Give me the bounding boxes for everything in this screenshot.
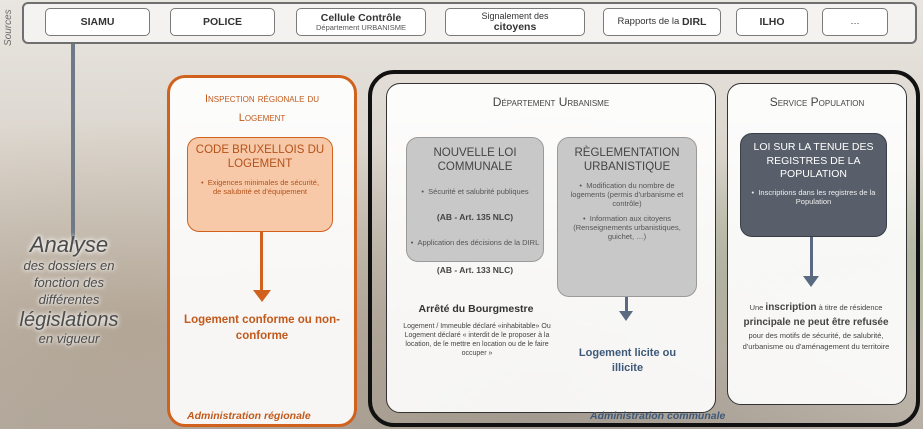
arrete-title: Arrêté du Bourgmestre [418, 303, 534, 315]
nlc-ref-2: (AB - Art. 133 NLC) [436, 265, 514, 275]
arrete-text: Logement / Immeuble déclaré «inhabitable… [403, 323, 551, 358]
regional-arrow-head [253, 290, 271, 302]
analyse-text: Analyse des dossiers en fonction des dif… [19, 232, 119, 346]
regional-arrow-line [260, 232, 263, 294]
source-etc: … [822, 8, 888, 36]
communal-footer: Administration communale [590, 410, 726, 422]
loi-registres-box: LOI SUR LA TENUE DES REGISTRES DE LA POP… [740, 133, 887, 237]
nlc-bullet-2: • Application des décisions de la DIRL [410, 238, 540, 247]
regl-bullet-1: • Modification du nombre de logements (p… [570, 180, 684, 208]
sources-connector-line [71, 44, 75, 244]
nlc-bullet-1: • Sécurité et salubrité publiques [421, 187, 529, 196]
nouvelle-loi-communale-box: NOUVELLE LOI COMMUNALE [406, 137, 544, 262]
urbanisme-title: Département Urbanisme [492, 95, 610, 109]
population-arrow-line [810, 237, 813, 279]
loi-bullet: • Inscriptions dans les registres de la … [751, 187, 876, 206]
regional-result: Logement conforme ou non-conforme [184, 314, 340, 342]
urbanisme-arrow-line [625, 297, 628, 313]
source-ilho: ILHO [736, 8, 808, 36]
reglementation-urbanistique-box: RÈGLEMENTATION URBANISTIQUE • Modificati… [557, 137, 697, 297]
population-title: Service Population [769, 95, 865, 109]
population-result: Une inscription à titre de résidence pri… [742, 302, 890, 352]
code-bullet: • Exigences minimales de sécurité, de sa… [200, 177, 320, 196]
source-police: POLICE [170, 8, 275, 36]
population-arrow-head [803, 276, 819, 287]
code-bruxellois-box: CODE BRUXELLOIS DU LOGEMENT • Exigences … [187, 137, 333, 232]
source-siamu: SIAMU [45, 8, 150, 36]
source-rapports-dirl: Rapports de la DIRL [603, 8, 721, 36]
regl-bullet-2: • Information aux citoyens (Renseignemen… [573, 213, 681, 241]
sources-label: Sources [3, 9, 14, 46]
regional-title: Inspection régionale du Logement [204, 93, 320, 124]
urbanisme-result: Logement licite ou illicite [578, 347, 677, 375]
regional-footer: Administration régionale [187, 410, 311, 422]
communal-frame [368, 70, 920, 427]
urbanisme-arrow-head [619, 311, 633, 321]
nlc-ref-1: (AB - Art. 135 NLC) [436, 212, 514, 222]
population-panel [727, 83, 907, 405]
